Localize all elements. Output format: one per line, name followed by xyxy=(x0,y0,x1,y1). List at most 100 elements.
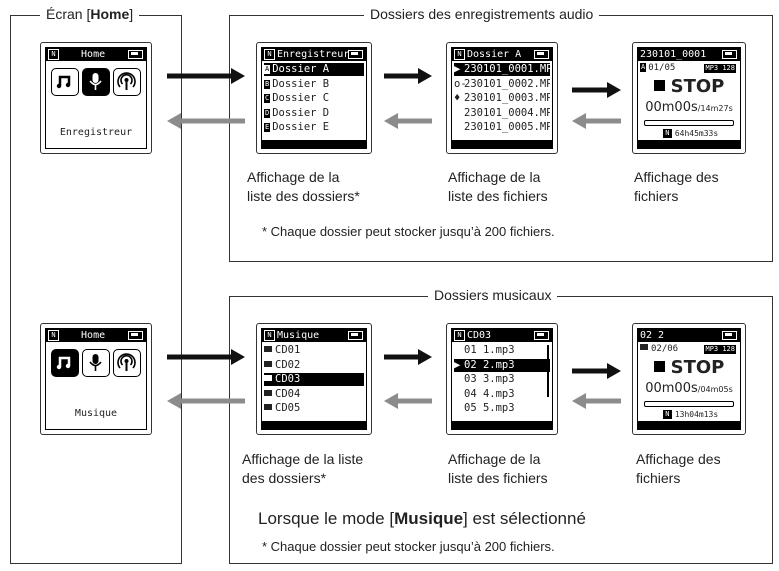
n-icon: N xyxy=(264,330,275,341)
list-item-label: 04 4.mp3 xyxy=(464,387,515,400)
folder-list-item[interactable]: CD02 xyxy=(264,359,364,372)
music-note-icon[interactable] xyxy=(51,349,79,377)
stop-icon xyxy=(653,361,665,372)
stop-icon xyxy=(653,80,665,91)
folder-letter-icon: D xyxy=(264,108,271,118)
progress-bar[interactable] xyxy=(644,120,734,126)
elapsed-time: 00m00s/04m05s xyxy=(645,381,733,396)
file-list-item[interactable]: 230101_0005.MP3 xyxy=(454,121,550,134)
music-footnote: * Chaque dossier peut stocker jusqu’à 20… xyxy=(262,539,555,554)
folder-icon xyxy=(264,375,272,381)
list-item-label: 230101_0001.MP3 xyxy=(464,63,550,75)
player-info-row: 02/06 MP3 128 xyxy=(640,343,738,356)
file-mark-icon: o- xyxy=(454,77,467,90)
list-item-label: Dossier D xyxy=(272,106,330,119)
screen-footer xyxy=(638,140,740,148)
folder-icon xyxy=(264,404,272,410)
screen-footer xyxy=(452,140,552,148)
back-arrow xyxy=(384,113,432,129)
back-arrow xyxy=(384,393,432,409)
file-list-item[interactable]: 01 1.mp3 xyxy=(454,344,550,357)
microphone-icon[interactable] xyxy=(82,349,110,377)
progress-bar[interactable] xyxy=(644,401,734,407)
microphone-icon[interactable] xyxy=(82,68,110,96)
battery-icon xyxy=(722,50,737,59)
battery-icon xyxy=(128,50,143,59)
list-item-label: CD02 xyxy=(275,358,301,371)
file-list-item[interactable]: ▶02 2.mp3 xyxy=(454,358,550,372)
list-item-label: CD04 xyxy=(275,387,301,400)
file-list-item[interactable]: o-230101_0002.MP3 xyxy=(454,78,550,91)
folder-list-item[interactable]: CD01 xyxy=(264,344,364,357)
back-arrow xyxy=(167,393,245,409)
back-arrow xyxy=(572,393,621,409)
n-icon: N xyxy=(454,49,465,60)
battery-icon xyxy=(348,50,363,59)
stop-indicator: STOP xyxy=(638,76,740,97)
format-badge: MP3 128 xyxy=(704,64,736,73)
stop-indicator: STOP xyxy=(638,357,740,378)
folder-letter-icon: A xyxy=(264,65,271,74)
list-item-label: Dossier C xyxy=(272,92,330,104)
folder-list-item[interactable]: CD05 xyxy=(264,402,364,415)
file-list-item[interactable]: ♦230101_0003.MP3 xyxy=(454,92,550,105)
file-list-item[interactable]: 04 4.mp3 xyxy=(454,388,550,401)
home-music-screen: N Home Musique xyxy=(40,323,152,435)
elapsed-time: 00m00s/14m27s xyxy=(645,100,733,115)
battery-icon xyxy=(534,331,549,340)
music-note-icon[interactable] xyxy=(51,68,79,96)
battery-icon xyxy=(348,331,363,340)
podcast-icon[interactable] xyxy=(113,349,141,377)
folder-list-item[interactable]: CD03 xyxy=(264,373,364,386)
file-list-item[interactable]: 230101_0004.MP3 xyxy=(454,107,550,120)
folder-icon xyxy=(264,389,272,396)
file-list-item[interactable]: 05 5.mp3 xyxy=(454,402,550,415)
list-item-label: 230101_0002.MP3 xyxy=(464,77,550,90)
forward-arrow xyxy=(384,68,432,84)
file-list-item[interactable]: ▶230101_0001.MP3 xyxy=(454,63,550,76)
screen-footer xyxy=(262,421,366,429)
n-icon: N xyxy=(48,49,59,60)
list-item-label: CD01 xyxy=(275,344,301,356)
folder-icon xyxy=(640,344,648,350)
home-mode-label: Enregistreur xyxy=(59,127,133,138)
list-item-label: CD03 xyxy=(275,373,301,385)
screen-header: 02 2 xyxy=(638,329,740,342)
folder-list-item[interactable]: CD04 xyxy=(264,388,364,401)
home-recorder-screen: N Home Enregistreur xyxy=(40,42,152,154)
list-item-label: 01 1.mp3 xyxy=(464,344,515,356)
forward-arrow xyxy=(167,349,245,365)
list-item-label: Dossier B xyxy=(272,77,330,90)
folder-icon xyxy=(264,360,272,367)
file-mark-icon: ▶ xyxy=(454,63,461,75)
home-frame-title: Écran [Home] xyxy=(40,6,140,22)
list-item-label: 230101_0004.MP3 xyxy=(464,106,550,119)
n-icon: N xyxy=(264,49,275,60)
back-arrow xyxy=(572,113,621,129)
list-item-label: CD05 xyxy=(275,402,301,414)
forward-arrow xyxy=(167,68,245,84)
screen-footer xyxy=(638,421,740,429)
podcast-icon[interactable] xyxy=(113,68,141,96)
folder-letter-icon: E xyxy=(264,123,271,132)
n-icon: N xyxy=(454,330,465,341)
file-list-item[interactable]: 03 3.mp3 xyxy=(454,373,550,386)
